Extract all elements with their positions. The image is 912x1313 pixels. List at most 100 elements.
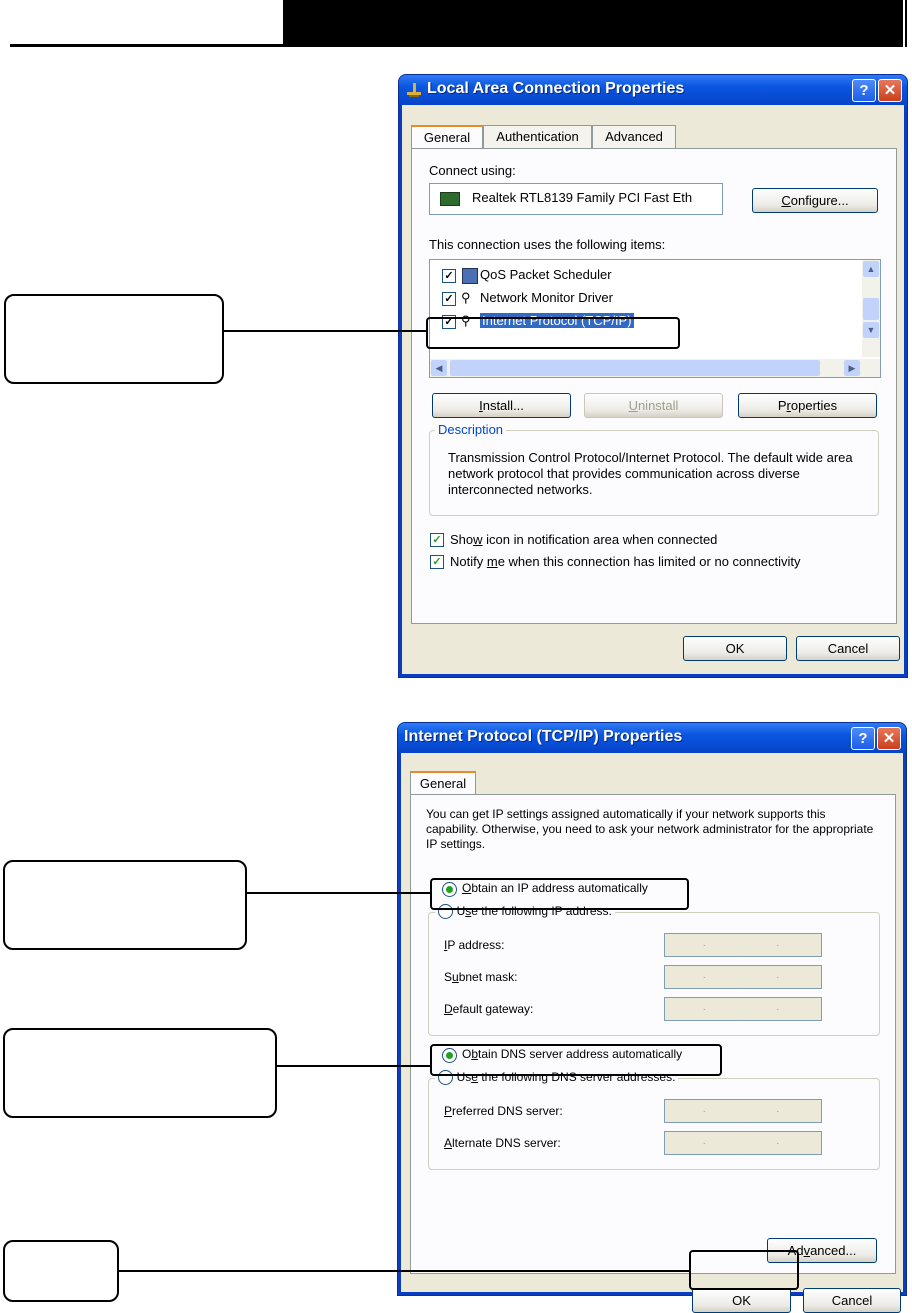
notify-checkbox[interactable]: ✓ [430,555,444,569]
items-label: This connection uses the following items… [429,237,666,252]
list-item[interactable]: ✓ QoS Packet Scheduler [440,266,820,286]
help-icon[interactable]: ? [852,79,876,102]
obtain-dns-option[interactable]: Obtain DNS server address automatically [442,1047,732,1065]
tcpip-properties-dialog: Internet Protocol (TCP/IP) Properties ? … [397,722,907,1313]
tab-general[interactable]: General [411,125,483,152]
tcpip-highlight [426,317,680,349]
scroll-up-icon[interactable]: ▲ [863,261,879,277]
tab-authentication[interactable]: Authentication [483,125,592,148]
scroll-thumb[interactable] [863,298,879,320]
preferred-dns-label: Preferred DNS server: [444,1104,563,1118]
item-label: Internet Protocol (TCP/IP) [480,313,634,328]
use-ip-option[interactable]: Use the following IP address: [435,903,615,920]
connect-using-label: Connect using: [429,163,516,178]
ok-highlight [689,1250,799,1290]
general-panel: Connect using: Realtek RTL8139 Family PC… [411,148,897,624]
network-icon [405,81,423,99]
subnet-mask-field[interactable]: . . . [664,965,822,992]
static-ip-group: Use the following IP address: IP address… [428,903,880,1036]
item-label: QoS Packet Scheduler [480,267,612,282]
obtain-ip-highlight [430,878,689,910]
properties-button[interactable]: Properties [738,393,877,418]
callout-line [221,330,428,332]
header-edge [905,0,907,47]
obtain-ip-radio[interactable] [442,882,457,897]
dialog-title: Internet Protocol (TCP/IP) Properties [404,728,683,745]
use-dns-option[interactable]: Use the following DNS server addresses: [435,1069,679,1086]
general-panel: You can get IP settings assigned automat… [410,794,896,1274]
dialog-titlebar: Local Area Connection Properties ? ✕ [399,75,907,105]
install-button[interactable]: Install... [432,393,571,418]
obtain-dns-radio[interactable] [442,1048,457,1063]
cancel-button[interactable]: Cancel [796,636,900,661]
close-icon[interactable]: ✕ [878,79,902,102]
callout-line [116,1270,691,1272]
vertical-scrollbar[interactable]: ▲ ▼ [862,260,880,357]
obtain-ip-option[interactable]: Obtain an IP address automatically [442,881,692,899]
static-dns-group: Use the following DNS server addresses: … [428,1069,880,1170]
ok-button[interactable]: OK [683,636,787,661]
use-dns-label: Use the following DNS server addresses: [456,1070,676,1084]
list-item-selected[interactable]: ✓ ⚲ Internet Protocol (TCP/IP) [440,312,820,332]
callout-box [3,1028,277,1118]
adapter-icon [440,192,460,206]
description-legend: Description [435,422,507,437]
show-icon-label: Show icon in notification area when conn… [450,532,718,547]
callout-box [4,294,224,384]
configure-button[interactable]: Configure... [752,188,878,213]
alternate-dns-field[interactable]: . . . [664,1131,822,1158]
gateway-label: Default gateway: [444,1002,534,1016]
advanced-button[interactable]: Advanced... [767,1238,877,1263]
subnet-mask-label: Subnet mask: [444,970,518,984]
notify-label: Notify me when this connection has limit… [450,554,801,569]
adapter-name: Realtek RTL8139 Family PCI Fast Eth [472,190,693,205]
header-rule [10,44,285,47]
notify-option[interactable]: ✓ Notify me when this connection has lim… [429,554,889,572]
scroll-thumb[interactable] [450,360,820,376]
adapter-field: Realtek RTL8139 Family PCI Fast Eth [429,183,723,215]
item-checkbox[interactable]: ✓ [442,269,456,283]
dialog-client: General Authentication Advanced Connect … [402,105,904,674]
ok-button[interactable]: OK [692,1288,791,1313]
item-checkbox[interactable]: ✓ [442,292,456,306]
callout-line [244,892,432,894]
local-area-connection-dialog: Local Area Connection Properties ? ✕ Gen… [398,74,908,678]
dialog-titlebar: Internet Protocol (TCP/IP) Properties ? … [398,723,906,753]
tab-general[interactable]: General [410,771,476,798]
item-label: Network Monitor Driver [480,290,613,305]
obtain-ip-label: Obtain an IP address automatically [462,881,648,895]
scroll-right-icon[interactable]: ▶ [844,360,860,376]
intro-text: You can get IP settings assigned automat… [426,807,874,851]
use-ip-radio[interactable] [438,904,453,920]
scroll-down-icon[interactable]: ▼ [863,322,879,338]
use-ip-label: Use the following IP address: [456,904,612,918]
tab-advanced[interactable]: Advanced [592,125,676,148]
dialog-client: General You can get IP settings assigned… [401,753,903,1313]
show-icon-checkbox[interactable]: ✓ [430,533,444,547]
scroll-left-icon[interactable]: ◀ [431,360,447,376]
preferred-dns-field[interactable]: . . . [664,1099,822,1126]
horizontal-scrollbar[interactable]: ◀ ▶ [430,359,880,377]
protocol-icon: ⚲ [461,290,471,305]
dialog-title: Local Area Connection Properties [427,80,685,97]
show-icon-option[interactable]: ✓ Show icon in notification area when co… [429,532,879,550]
scheduler-icon [462,268,478,284]
obtain-dns-label: Obtain DNS server address automatically [462,1047,683,1061]
obtain-dns-highlight [430,1044,722,1076]
list-item[interactable]: ✓ ⚲ Network Monitor Driver [440,289,820,309]
ip-address-label: IP address: [444,938,505,952]
use-dns-radio[interactable] [438,1070,453,1086]
header-bar [283,0,903,47]
uninstall-button[interactable]: Uninstall [584,393,723,418]
ip-address-field[interactable]: . . . [664,933,822,960]
cancel-button[interactable]: Cancel [803,1288,901,1313]
close-icon[interactable]: ✕ [877,727,901,750]
callout-line [274,1065,432,1067]
gateway-field[interactable]: . . . [664,997,822,1024]
callout-box [3,860,247,950]
description-group: Description Transmission Control Protoco… [429,422,879,516]
callout-box [3,1240,119,1302]
help-icon[interactable]: ? [851,727,875,750]
description-text: Transmission Control Protocol/Internet P… [448,450,853,497]
protocol-icon: ⚲ [461,313,471,328]
